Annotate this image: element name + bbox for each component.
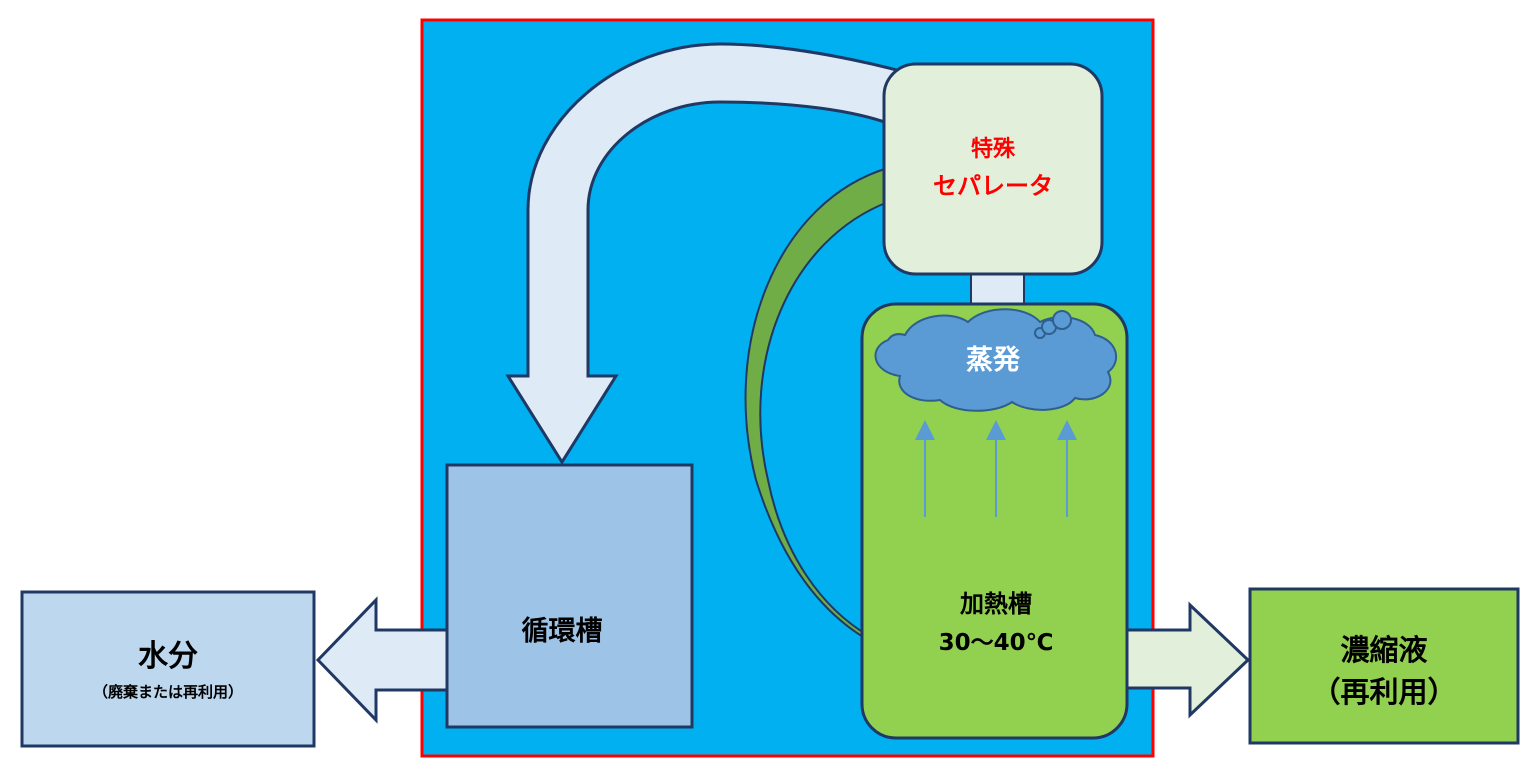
concentrate-output-box [1248, 587, 1520, 745]
heating-tank-temperature: 30〜40℃ [939, 630, 1054, 656]
water-label: 水分 [138, 639, 198, 674]
water-note: （廃棄または再利用） [93, 683, 243, 701]
circulation-tank-label: 循環槽 [522, 616, 603, 647]
heating-tank [860, 302, 1129, 740]
concentrate-label-line2: （再利用） [1311, 675, 1456, 709]
concentrate-label-line1: 濃縮液 [1340, 633, 1427, 667]
water-outflow-arrow [315, 596, 449, 724]
separator-label-line2: セパレータ [933, 172, 1053, 200]
circulation-tank [445, 463, 694, 729]
special-separator [882, 62, 1104, 276]
concentrate-outflow-arrow [1125, 601, 1251, 719]
evaporation-label: 蒸発 [966, 345, 1021, 376]
water-output-box [20, 590, 316, 748]
separator-label-line1: 特殊 [971, 136, 1016, 162]
vapor-arrows [915, 420, 1077, 517]
heating-tank-label: 加熱槽 [960, 590, 1032, 618]
evaporation-cloud [874, 308, 1118, 412]
